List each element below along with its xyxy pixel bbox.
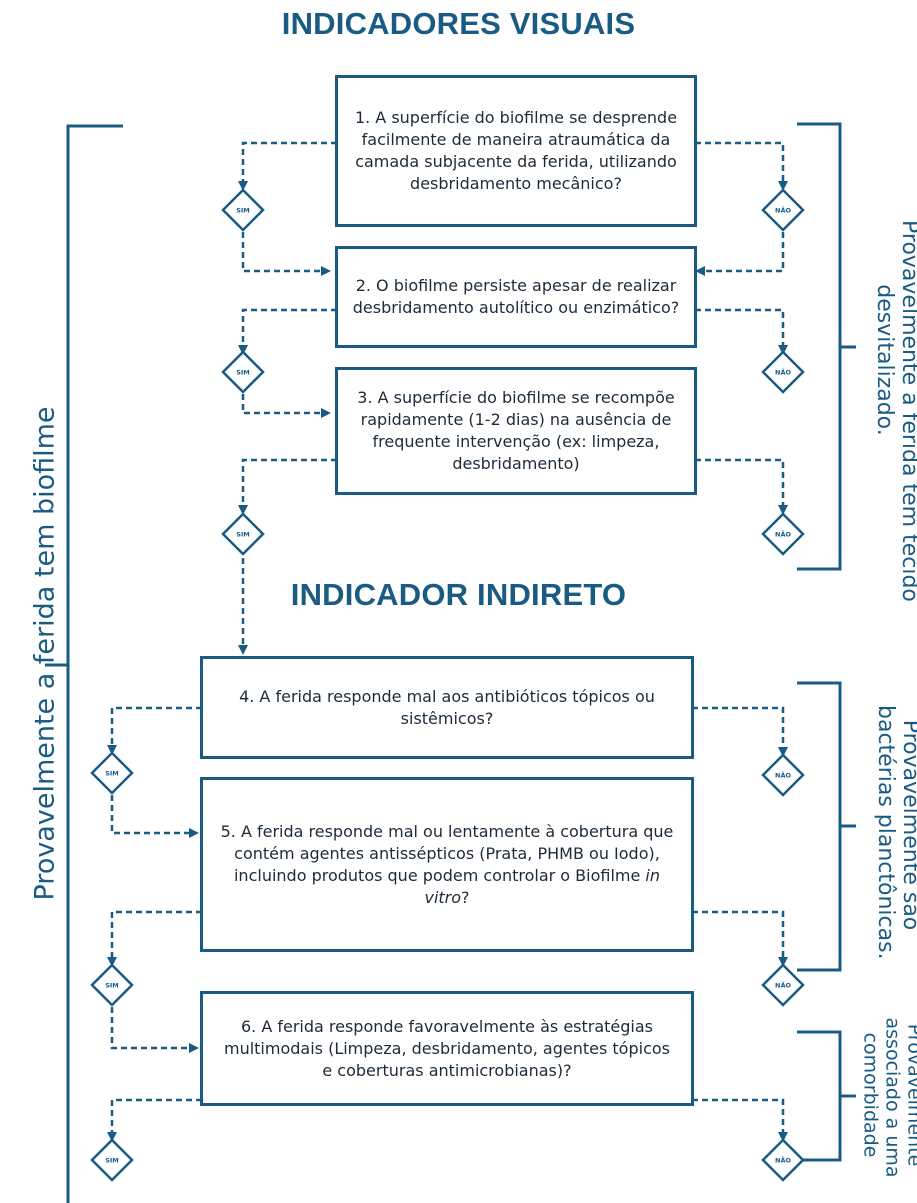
question-5-text: 5. A ferida responde mal ou lentamente à… [217, 821, 677, 909]
connector-sim1-q2 [241, 232, 331, 276]
nao-diamond-6 [761, 1138, 805, 1182]
sim-label-5: SIM [105, 982, 119, 990]
question-2-text: 2. O biofilme persiste apesar de realiza… [352, 276, 680, 317]
connector-q4-sim [107, 706, 202, 755]
connector-q5-nao [692, 910, 788, 967]
sim-diamond-4 [90, 751, 134, 795]
side-label-planktonic-line1: Provavelmente são [898, 719, 917, 931]
connector-q3-sim [238, 458, 337, 515]
side-label-planktonic: Provavelmente são bactérias planctônicas… [873, 705, 917, 960]
side-label-comorbidity-line2: associado a uma [881, 1017, 904, 1178]
side-label-planktonic-line2: bactérias planctônicas. [873, 705, 898, 960]
sim-diamond-6 [90, 1138, 134, 1182]
nao-diamond-2 [761, 350, 805, 394]
question-box-2: 2. O biofilme persiste apesar de realiza… [335, 246, 697, 348]
question-5-text-main: 5. A ferida responde mal ou lentamente à… [220, 821, 674, 885]
nao-label-3: NÃO [775, 530, 791, 539]
connector-q3-nao [695, 458, 788, 515]
connector-sim4-q5 [110, 795, 199, 838]
question-5-text-italic: in vitro [424, 865, 661, 907]
question-box-1: 1. A superfície do biofilme se desprende… [335, 75, 697, 227]
question-6-text: 6. A ferida responde favoravelmente às e… [223, 1016, 670, 1080]
connector-q6-nao [692, 1098, 788, 1142]
heading-visual-indicators: INDICADORES VISUAIS [281, 6, 636, 41]
connector-q2-sim [238, 308, 337, 355]
side-label-comorbidity: Provavelmente associado a uma comorbidad… [859, 1017, 917, 1178]
sim-label-2: SIM [236, 369, 250, 377]
side-label-comorbidity-line1: Provavelmente [903, 1023, 917, 1167]
nao-label-4: NÃO [775, 771, 791, 780]
connector-sim2-q3 [241, 394, 331, 418]
bracket-right-tissue [797, 122, 842, 571]
nao-label-6: NÃO [775, 1156, 791, 1165]
side-label-comorbidity-line3: comorbidade [859, 1032, 882, 1158]
connector-q6-sim [107, 1098, 202, 1142]
question-3-text: 3. A superfície do biofilme se recompõe … [357, 388, 675, 473]
nao-diamond-3 [761, 512, 805, 556]
sim-label-6: SIM [105, 1157, 119, 1165]
nao-diamond-1 [761, 188, 805, 232]
question-1-text: 1. A superfície do biofilme se desprende… [354, 108, 678, 193]
connector-q1-nao [695, 141, 788, 191]
question-box-5: 5. A ferida responde mal ou lentamente à… [200, 777, 694, 952]
bracket-left-biofilm [66, 124, 123, 1203]
sim-diamond-3 [221, 512, 265, 556]
sim-diamond-1 [221, 188, 265, 232]
question-box-6: 6. A ferida responde favoravelmente às e… [200, 991, 694, 1106]
bracket-right-comorbidity [797, 1030, 842, 1162]
nao-diamond-5 [761, 963, 805, 1007]
connector-q4-nao [692, 706, 788, 757]
sim-diamond-5 [90, 963, 134, 1007]
nao-label-1: NÃO [775, 206, 791, 215]
side-label-biofilm: Provavelmente a ferida tem biofilme [29, 406, 61, 901]
nao-label-2: NÃO [775, 368, 791, 377]
connector-nao1-q2 [695, 232, 785, 276]
sim-label-4: SIM [105, 770, 119, 778]
sim-label-1: SIM [236, 207, 250, 215]
connector-q5-sim [107, 910, 202, 967]
side-label-devitalized-tissue: Provavelmente a ferida tem tecido desvit… [872, 220, 917, 602]
sim-diamond-2 [221, 350, 265, 394]
question-box-4: 4. A ferida responde mal aos antibiótico… [200, 656, 694, 759]
connector-q2-nao [695, 308, 788, 355]
side-label-devitalized-line1: Provavelmente a ferida tem tecido [897, 220, 917, 602]
nao-label-5: NÃO [775, 981, 791, 990]
question-5-text-end: ? [461, 887, 470, 907]
question-box-3: 3. A superfície do biofilme se recompõe … [335, 367, 697, 495]
nao-diamond-4 [761, 753, 805, 797]
question-4-text: 4. A ferida responde mal aos antibiótico… [239, 686, 655, 728]
connector-sim5-q6 [110, 1007, 199, 1053]
sim-label-3: SIM [236, 531, 250, 539]
bracket-right-planktonic [797, 681, 842, 972]
connector-q1-sim [238, 141, 337, 191]
side-label-devitalized-line2: desvitalizado. [872, 284, 897, 436]
heading-indirect-indicator: INDICADOR INDIRETO [290, 577, 627, 612]
